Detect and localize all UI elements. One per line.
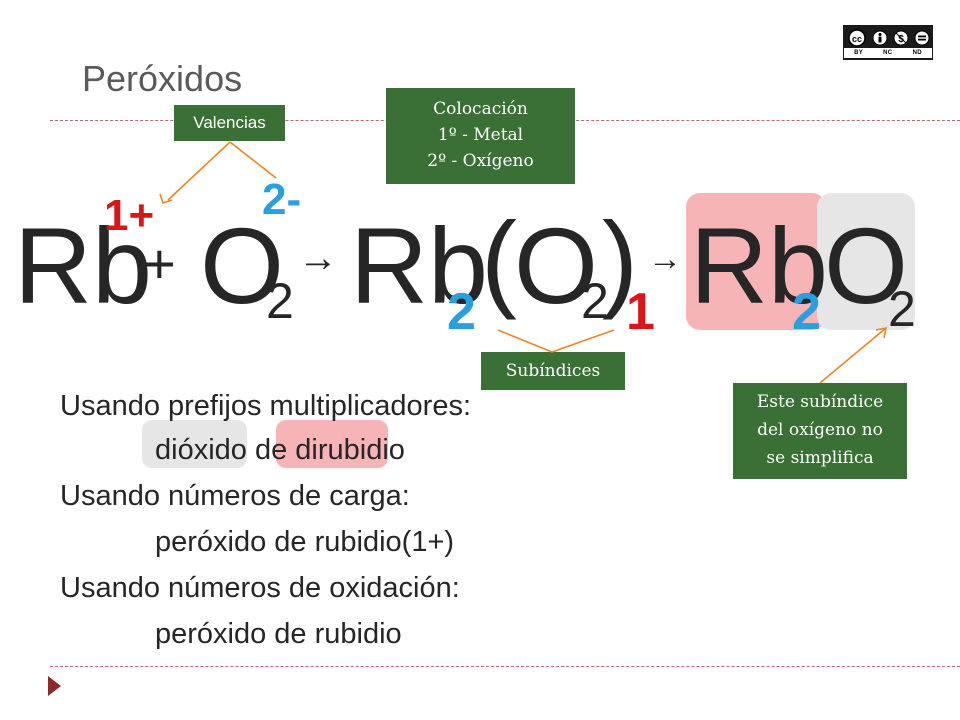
- charge-name: peróxido de rubidio(1+): [155, 526, 455, 558]
- oxygen-symbol-2: O: [514, 205, 599, 326]
- oxidation-name: peróxido de rubidio: [155, 618, 402, 650]
- note-line-3: se simplifica: [766, 448, 874, 468]
- dirubidio-highlight: [276, 420, 388, 468]
- cc-icons: cc $: [844, 28, 932, 48]
- prefix-name-connector: de: [246, 434, 296, 466]
- paren-subscript: 1: [626, 283, 655, 341]
- noncommercial-icon: $: [893, 30, 908, 46]
- rubidium-symbol-final: Rb: [690, 205, 829, 326]
- cc-license-badge[interactable]: cc $ BY NC ND: [843, 25, 933, 60]
- reaction-arrow-2: →: [648, 240, 682, 278]
- subindice-arrows: [497, 329, 615, 353]
- next-slide-triangle-icon[interactable]: [48, 676, 61, 696]
- close-paren: ): [602, 199, 638, 320]
- prefix-name: dióxido de dirubidio: [155, 434, 405, 467]
- note-arrow: [819, 327, 887, 384]
- oxygen-symbol-final: O: [824, 205, 909, 326]
- oxygen-subscript: 2: [266, 273, 294, 329]
- svg-text:cc: cc: [851, 34, 861, 44]
- dioxido-highlight: [142, 420, 247, 468]
- rubidium-symbol: Rb: [14, 205, 153, 326]
- oxygen-subscript-2: 2: [581, 273, 609, 329]
- valencia-arrowhead-rb: [159, 193, 173, 205]
- open-paren: (: [481, 199, 517, 320]
- noderivatives-icon: [914, 30, 929, 46]
- attribution-icon: [872, 30, 887, 46]
- prefix-name-word-2: dirubidio: [295, 434, 405, 466]
- rb-subscript-crossed: 2: [447, 283, 476, 341]
- oxidation-heading: Usando números de oxidación:: [60, 572, 460, 604]
- cc-label-bar: BY NC ND: [844, 48, 932, 58]
- callout-colocacion: Colocación 1º - Metal 2º - Oxígeno: [386, 88, 575, 184]
- note-line-1: Este subíndice: [756, 392, 884, 412]
- cc-by-label: BY: [854, 50, 864, 56]
- charge-heading: Usando números de carga:: [60, 480, 410, 512]
- cc-icon: cc: [847, 29, 866, 47]
- rb-charge: 1+: [104, 191, 155, 240]
- callout-valencias: Valencias: [174, 105, 285, 141]
- reaction-arrow-1: →: [298, 236, 338, 280]
- page-title: Peróxidos: [82, 58, 243, 99]
- rb-subscript-final: 2: [792, 283, 821, 341]
- cc-nd-label: ND: [912, 50, 922, 56]
- note-arrowhead: [875, 326, 888, 339]
- oxygen-highlight: [817, 193, 915, 330]
- oxygen-symbol: O: [200, 205, 285, 326]
- note-line-2: del oxígeno no: [757, 420, 883, 440]
- colocacion-line-3: 2º - Oxígeno: [427, 151, 534, 171]
- callout-oxygen-note: Este subíndice del oxígeno no se simplif…: [733, 383, 907, 479]
- metal-highlight: [686, 193, 826, 330]
- oxygen-charge: 2-: [262, 175, 302, 224]
- callout-subindices: Subíndices: [481, 352, 625, 390]
- valencia-arrow-o: [229, 141, 277, 179]
- rubidium-symbol-2: Rb: [350, 205, 489, 326]
- oxygen-subscript-final: 2: [888, 281, 916, 337]
- prefix-heading: Usando prefijos multiplicadores:: [60, 390, 472, 422]
- colocacion-line-1: Colocación: [433, 99, 528, 119]
- prefix-name-word-1: dióxido: [155, 434, 247, 466]
- bottom-divider: [50, 666, 960, 667]
- cc-nc-label: NC: [883, 50, 893, 56]
- svg-text:$: $: [898, 34, 904, 45]
- valencia-arrow-rb: [167, 141, 231, 201]
- colocacion-line-2: 1º - Metal: [437, 125, 524, 145]
- plus-sign: +: [143, 232, 176, 295]
